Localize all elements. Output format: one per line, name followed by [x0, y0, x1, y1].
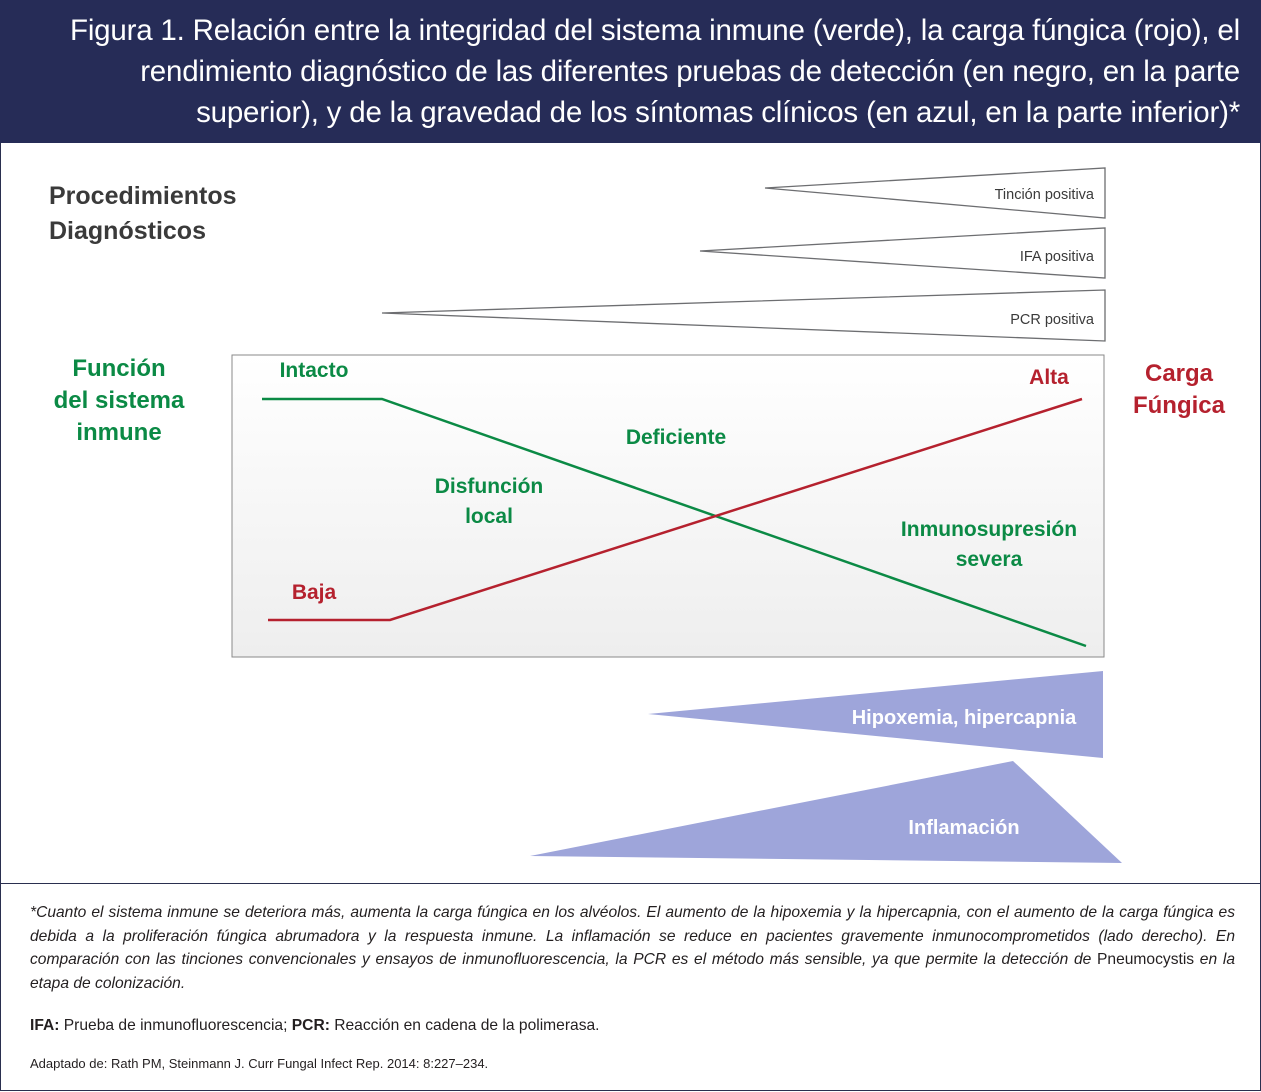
- abbr-ifa: IFA:: [30, 1017, 60, 1034]
- fungal-axis-line1: Carga: [1145, 360, 1214, 387]
- fungal-load-line: [268, 397, 1083, 622]
- footnote-part2: en la etapa de colonización.: [30, 951, 1235, 992]
- label-hipoxemia: Hipoxemia, hipercapnia: [852, 707, 1077, 729]
- symptom-wedge-hypoxemia: Hipoxemia, hipercapnia: [648, 671, 1103, 758]
- label-intacto: Intacto: [280, 359, 349, 382]
- figure-footer: *Cuanto el sistema inmune se deteriora m…: [0, 883, 1261, 1092]
- immune-axis-line2: del sistema: [54, 387, 185, 414]
- source-citation: Adaptado de: Rath PM, Steinmann J. Curr …: [30, 1056, 489, 1071]
- test-wedge-tincion: Tinción positiva: [764, 167, 1106, 219]
- label-alta: Alta: [1029, 366, 1069, 389]
- plot-area: [231, 354, 1105, 658]
- immune-axis-line1: Función: [72, 355, 165, 382]
- figure-title: Figura 1. Relación entre la integridad d…: [70, 14, 1240, 129]
- figure-header: Figura 1. Relación entre la integridad d…: [0, 0, 1261, 143]
- test-wedge-ifa: IFA positiva: [699, 227, 1106, 279]
- symptom-wedge-inflammation: Inflamación: [530, 761, 1122, 863]
- abbreviations: IFA: Prueba de inmunofluorescencia; PCR:…: [30, 1017, 1230, 1035]
- test-label-tincion: Tinción positiva: [995, 187, 1095, 203]
- test-label-pcr: PCR positiva: [1010, 312, 1095, 328]
- label-inmunosupresion-line2: severa: [956, 548, 1023, 571]
- footnote-part1: *Cuanto el sistema inmune se deteriora m…: [30, 904, 1235, 968]
- footnote-organism: Pneumocystis: [1097, 951, 1195, 968]
- abbr-pcr: PCR:: [291, 1017, 330, 1034]
- test-wedge-pcr: PCR positiva: [381, 289, 1106, 342]
- label-inmunosupresion-line1: Inmunosupresión: [901, 518, 1077, 541]
- fungal-axis-label: Carga Fúngica: [1133, 360, 1226, 419]
- diagnostics-title-line1: Procedimientos: [49, 182, 237, 210]
- immune-axis-line3: inmune: [76, 419, 161, 446]
- test-label-ifa: IFA positiva: [1020, 249, 1095, 265]
- fungal-axis-line2: Fúngica: [1133, 392, 1226, 419]
- label-disfuncion-line2: local: [465, 505, 513, 528]
- abbr-pcr-def: Reacción en cadena de la polimerasa.: [329, 1017, 600, 1034]
- label-deficiente: Deficiente: [626, 426, 726, 449]
- label-baja: Baja: [292, 581, 337, 604]
- diagnostics-title-line2: Diagnósticos: [49, 217, 206, 245]
- label-inflamacion: Inflamación: [908, 817, 1019, 839]
- label-disfuncion-line1: Disfunción: [435, 475, 544, 498]
- abbr-ifa-def: Prueba de inmunofluorescencia;: [59, 1017, 292, 1034]
- footnote: *Cuanto el sistema inmune se deteriora m…: [30, 901, 1235, 995]
- immune-axis-label: Función del sistema inmune: [54, 355, 185, 446]
- diagram: Procedimientos Diagnósticos Tinción posi…: [49, 167, 1226, 863]
- immune-function-line: [262, 397, 1087, 648]
